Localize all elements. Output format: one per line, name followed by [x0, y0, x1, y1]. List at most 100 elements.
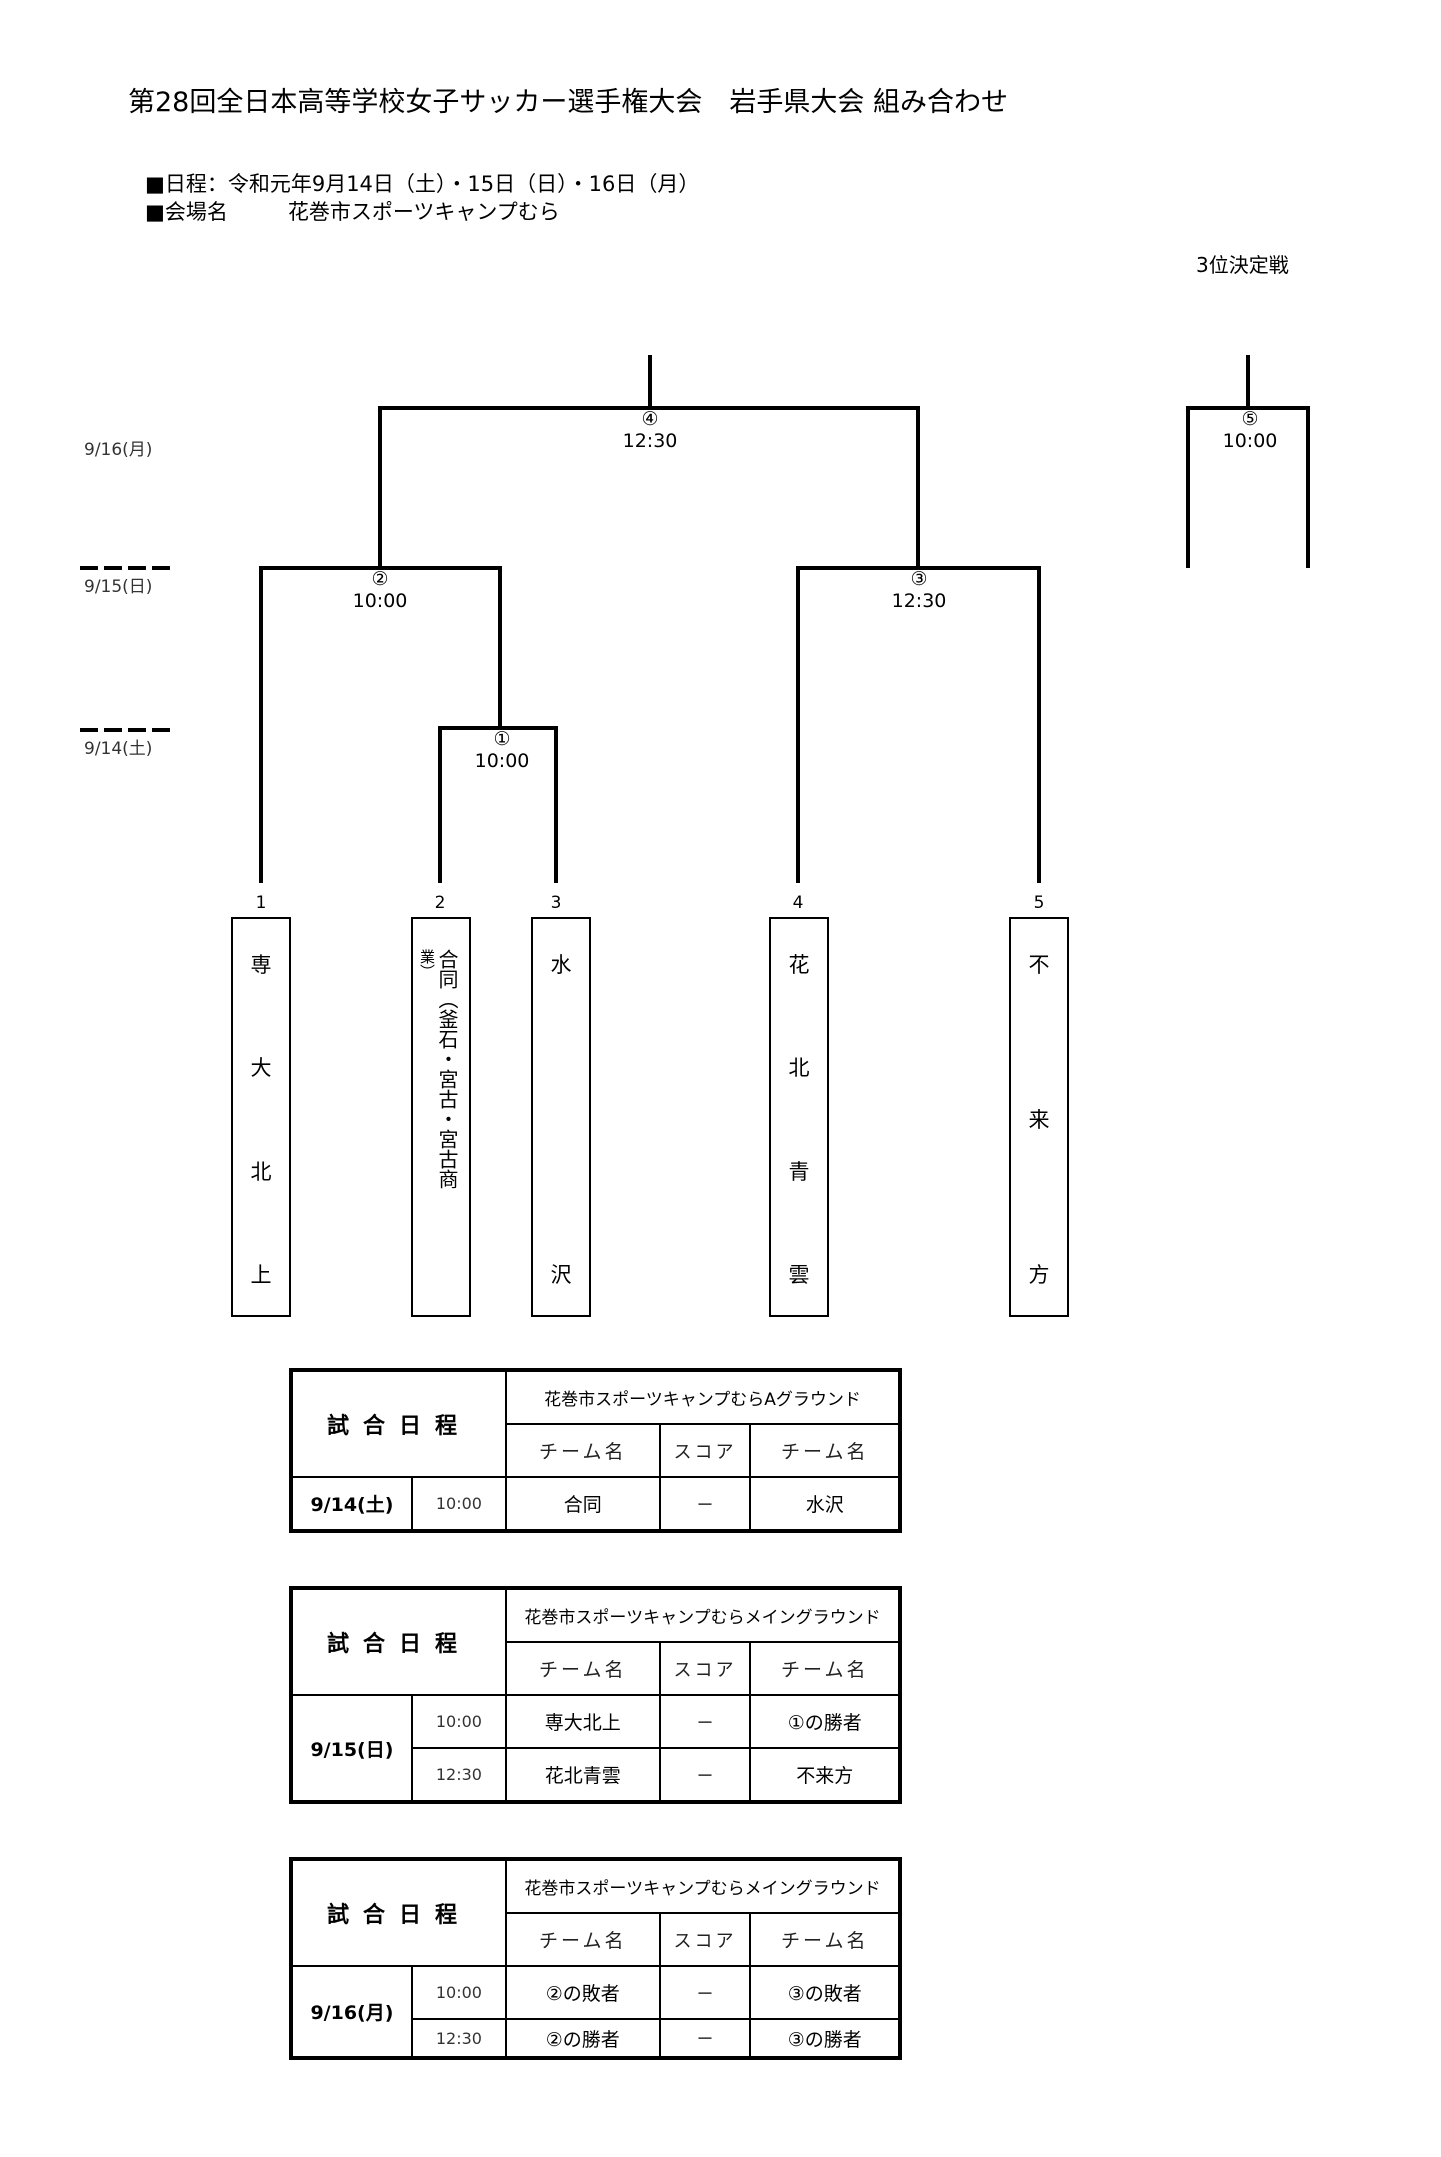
- date-label-15: 9/15(日): [84, 577, 153, 597]
- table-header: 試合日程: [290, 1369, 507, 1478]
- seed-1: 1: [255, 893, 267, 913]
- date-label-16: 9/16(月): [84, 440, 153, 460]
- table-row: 9/15(日) 10:00 専大北上 － ①の勝者: [290, 1694, 901, 1803]
- team-1-char: 北: [250, 1159, 272, 1184]
- match-time: 10:00: [410, 1694, 508, 1749]
- team-1-char: 専: [250, 953, 272, 977]
- table-header: 試合日程: [290, 1587, 507, 1696]
- home-team: ②の勝者: [505, 2018, 661, 2059]
- score: －: [658, 1476, 752, 1532]
- seed-3: 3: [550, 893, 562, 913]
- match-time: 12:30: [410, 2018, 508, 2059]
- home-team: 専大北上: [505, 1694, 661, 1749]
- match-date: 9/16(月): [290, 1965, 413, 2059]
- match-time: 12:30: [410, 1747, 508, 1803]
- schedule-table-915: 試合日程 花巻市スポーツキャンプむらメイングラウンド チーム名 スコア チーム名…: [289, 1586, 902, 1804]
- away-team: ①の勝者: [749, 1694, 901, 1749]
- match-3-label: ③ 12:30: [859, 568, 979, 612]
- match-5-number: ⑤: [1241, 408, 1259, 430]
- final-right-leg: [916, 406, 920, 568]
- match-2-time: 10:00: [352, 590, 408, 612]
- away-team: 不来方: [749, 1747, 901, 1803]
- match-1-label: ① 10:00: [442, 728, 562, 772]
- col-score: スコア: [658, 1423, 752, 1478]
- team-box-5: 不 来 方: [1009, 917, 1069, 1317]
- schedule-info: ■日程：令和元年9月14日（土）・15日（日）・16日（月）: [145, 172, 700, 196]
- page-title: 第28回全日本高等学校女子サッカー選手権大会 岩手県大会 組み合わせ: [128, 87, 1008, 118]
- col-team-1: チーム名: [505, 1641, 661, 1696]
- match-4-label: ④ 12:30: [590, 408, 710, 452]
- match-date: 9/14(土): [290, 1476, 413, 1532]
- match-3-time: 12:30: [891, 590, 947, 612]
- home-team: 花北青雲: [505, 1747, 661, 1803]
- match-3-number: ③: [910, 568, 928, 590]
- seed-2: 2: [434, 893, 446, 913]
- away-team: 水沢: [749, 1476, 901, 1532]
- match-1-number: ①: [493, 728, 511, 750]
- team-name-3: 水 沢: [533, 919, 589, 1289]
- team-box-4: 花 北 青 雲: [769, 917, 829, 1317]
- match-2-number: ②: [371, 568, 389, 590]
- match-4-time: 12:30: [622, 430, 678, 452]
- venue-label: ■会場名: [145, 200, 228, 224]
- home-team: 合同: [505, 1476, 661, 1532]
- home-team: ②の敗者: [505, 1965, 661, 2020]
- match-date: 9/15(日): [290, 1694, 413, 1803]
- table-row: 9/14(土) 10:00 合同 － 水沢: [290, 1476, 901, 1532]
- col-team-1: チーム名: [505, 1423, 661, 1478]
- team-5-char: 来: [1028, 1108, 1050, 1132]
- team-box-2: 合同（釜石・宮古・宮古商 業）: [411, 917, 471, 1317]
- date-divider-14: [80, 728, 172, 732]
- match-4-number: ④: [641, 408, 659, 430]
- semi3-bar: [796, 566, 1041, 570]
- team-3-char: 水: [550, 953, 572, 977]
- ground-name: 花巻市スポーツキャンプむらメイングラウンド: [505, 1587, 901, 1643]
- match-5-label: ⑤ 10:00: [1190, 408, 1310, 452]
- semi3-left-leg: [796, 566, 800, 883]
- team-1-char: 大: [250, 1056, 272, 1081]
- final-stem: [648, 355, 652, 409]
- r1-bar: [438, 726, 558, 730]
- team-name-2-sub: 業）: [418, 949, 436, 979]
- table-header: 試合日程: [290, 1858, 507, 1967]
- col-team-2: チーム名: [749, 1423, 901, 1478]
- third-place-label: 3位決定戦: [1196, 253, 1289, 277]
- semi2-left-leg: [259, 566, 263, 883]
- match-time: 10:00: [410, 1965, 508, 2020]
- col-team-2: チーム名: [749, 1912, 901, 1967]
- col-team-2: チーム名: [749, 1641, 901, 1696]
- away-team: ③の敗者: [749, 1965, 901, 2020]
- venue-name: 花巻市スポーツキャンプむら: [287, 200, 560, 224]
- team-name-2: 合同（釜石・宮古・宮古商: [435, 949, 459, 1189]
- team-4-char: 雲: [788, 1262, 810, 1287]
- schedule-table-914: 試合日程 花巻市スポーツキャンプむらAグラウンド チーム名 スコア チーム名 9…: [289, 1368, 902, 1533]
- final-left-leg: [378, 406, 382, 568]
- team-4-char: 青: [788, 1159, 810, 1184]
- date-label-14: 9/14(土): [84, 739, 153, 759]
- ground-name: 花巻市スポーツキャンプむらAグラウンド: [505, 1369, 901, 1425]
- match-time: 10:00: [410, 1476, 508, 1532]
- away-team: ③の勝者: [749, 2018, 901, 2059]
- score: －: [658, 2018, 752, 2059]
- score: －: [658, 1694, 752, 1749]
- match-2-label: ② 10:00: [320, 568, 440, 612]
- final-bar: [378, 406, 920, 410]
- r1-right-leg: [554, 726, 558, 883]
- table-row: 9/16(月) 10:00 ②の敗者 － ③の敗者: [290, 1965, 901, 2059]
- match-5-time: 10:00: [1222, 430, 1278, 452]
- third-left-leg: [1186, 406, 1190, 568]
- table-row: 12:30 花北青雲 － 不来方: [291, 1747, 901, 1803]
- team-1-char: 上: [250, 1262, 272, 1287]
- semi2-bar: [259, 566, 502, 570]
- team-box-1: 専 大 北 上: [231, 917, 291, 1317]
- ground-name: 花巻市スポーツキャンプむらメイングラウンド: [505, 1858, 901, 1914]
- score: －: [658, 1965, 752, 2020]
- seed-5: 5: [1033, 893, 1045, 913]
- team-name-4: 花 北 青 雲: [771, 919, 827, 1289]
- team-5-char: 方: [1028, 1263, 1050, 1287]
- team-box-3: 水 沢: [531, 917, 591, 1317]
- third-bar: [1186, 406, 1310, 410]
- team-4-char: 花: [788, 953, 810, 977]
- team-name-1: 専 大 北 上: [233, 919, 289, 1289]
- seed-4: 4: [792, 893, 804, 913]
